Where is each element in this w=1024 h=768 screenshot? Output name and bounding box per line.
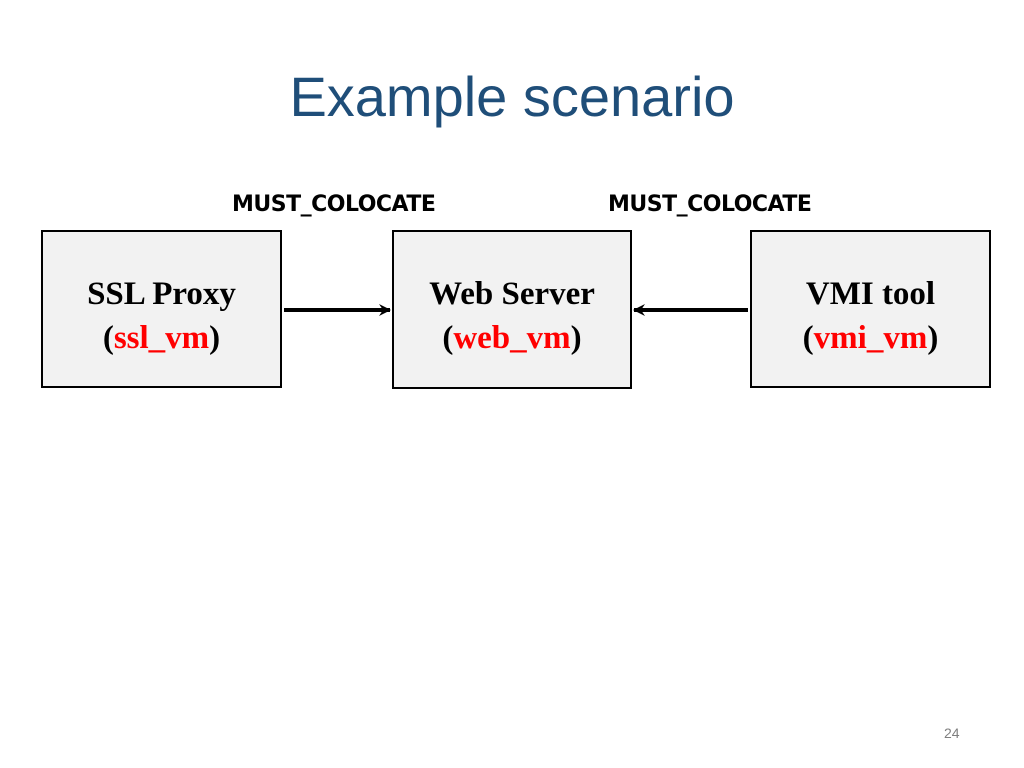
open-paren: ( [802,320,814,356]
node-vm-line: (ssl_vm) [43,316,280,360]
close-paren: ) [570,320,582,356]
open-paren: ( [102,320,114,356]
slide-title: Example scenario [289,65,735,128]
relation-label-vmi-web: MUST_COLOCATE [608,192,812,217]
node-ssl-proxy: SSL Proxy (ssl_vm) [41,230,282,388]
close-paren: ) [209,320,221,356]
node-vmi-tool: VMI tool (vmi_vm) [750,230,991,388]
close-paren: ) [927,320,939,356]
node-vm-line: (vmi_vm) [752,316,989,360]
node-name: VMI tool [805,276,936,312]
node-name: SSL Proxy [87,276,236,312]
relation-label-ssl-web: MUST_COLOCATE [232,192,436,217]
open-paren: ( [442,320,454,356]
node-vm-id: vmi_vm [813,320,928,356]
node-vm-line: (web_vm) [394,316,630,360]
node-web-server: Web Server (web_vm) [392,230,632,389]
node-vm-id: web_vm [453,320,571,356]
page-number: 24 [944,725,960,741]
node-vm-id: ssl_vm [113,320,210,356]
node-name: Web Server [429,276,595,312]
